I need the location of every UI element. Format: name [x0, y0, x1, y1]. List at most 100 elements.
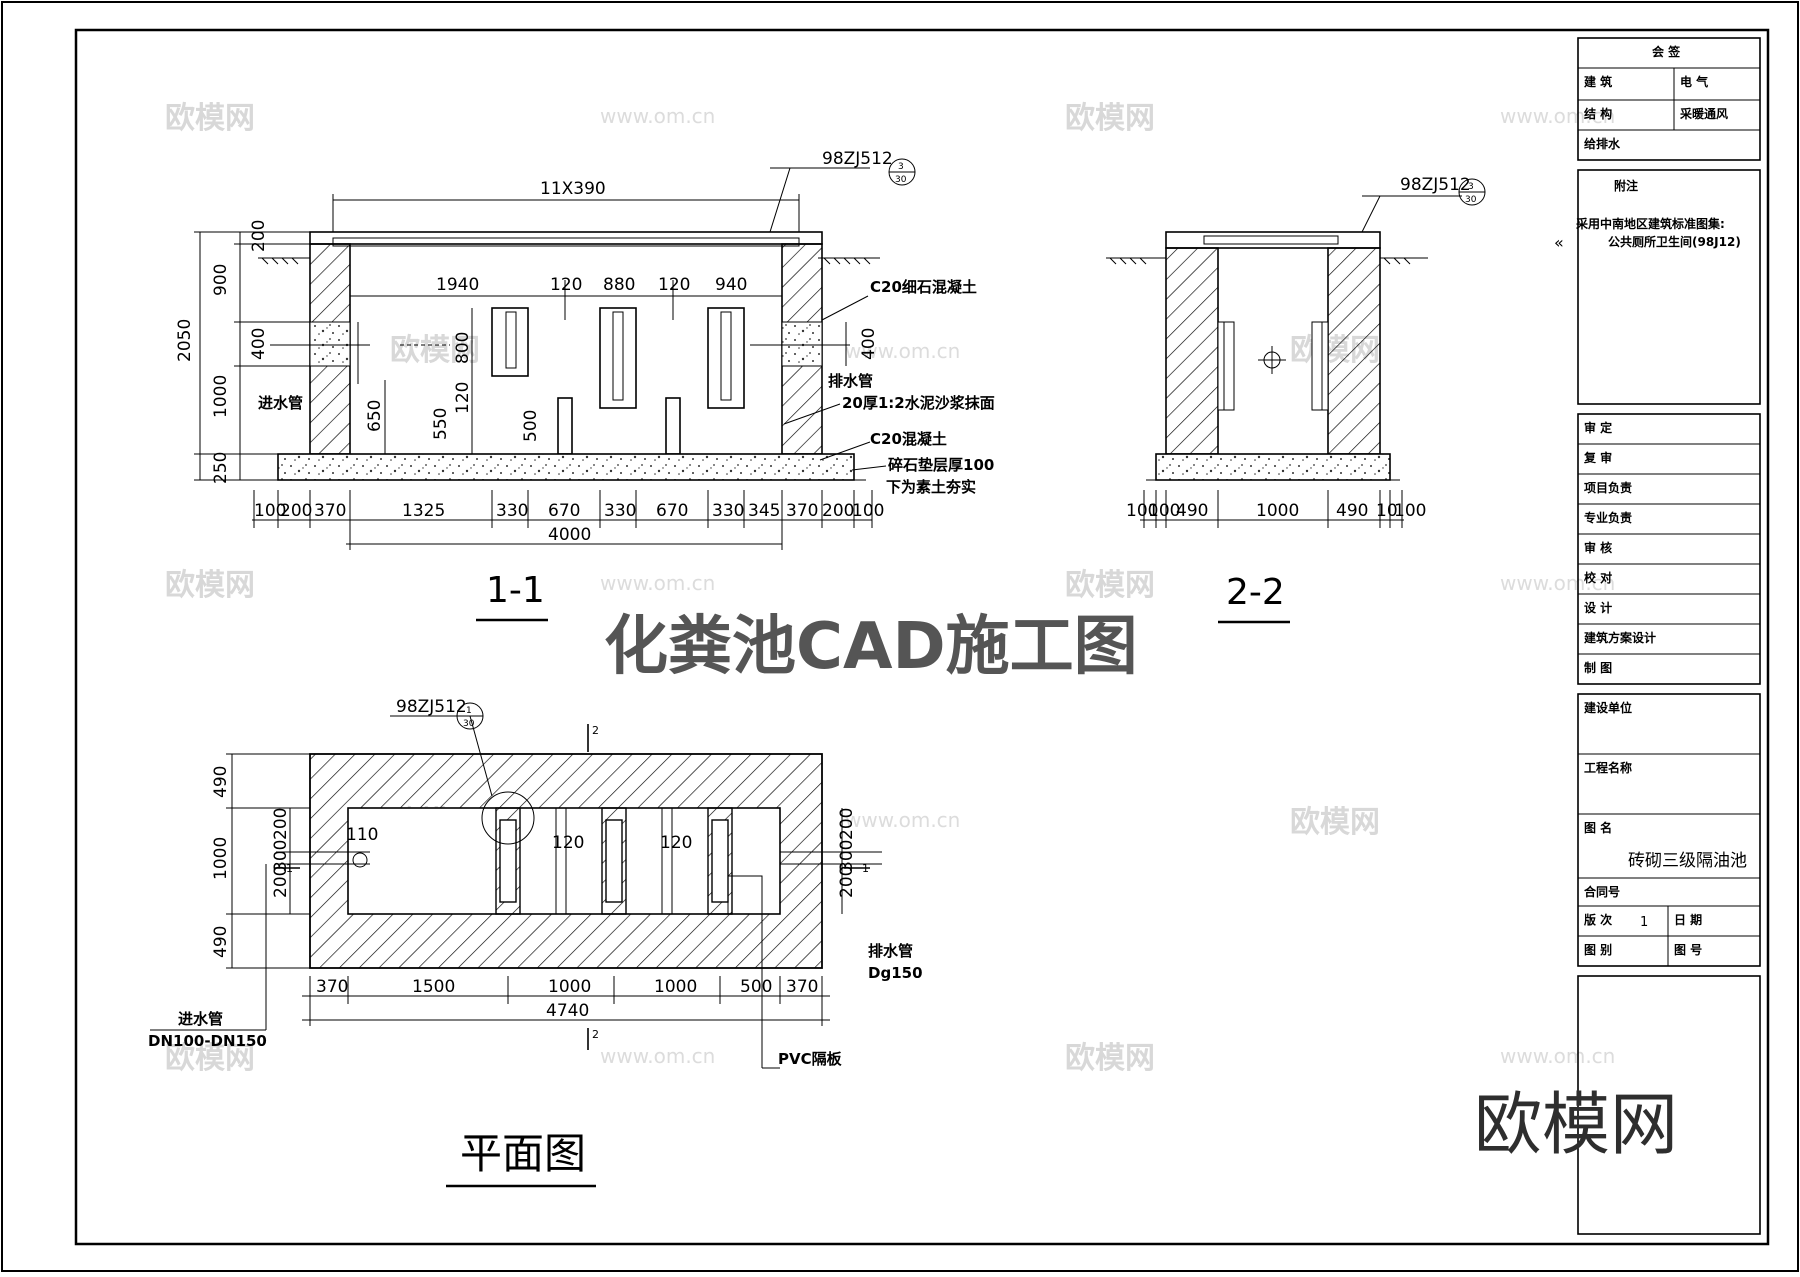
- bdim: 670: [548, 501, 580, 521]
- approval-row: 复 审: [1583, 450, 1612, 465]
- bdim: 330: [496, 501, 528, 521]
- side-dim: 200: [271, 866, 291, 898]
- client-label: 建设单位: [1583, 700, 1632, 715]
- pipe-out-size: Dg150: [868, 964, 923, 982]
- section-mark-bottom: 2: [592, 1028, 599, 1041]
- plan-view: 98ZJ512 1 30 2 2 1 1 110 120 120 490 100…: [148, 697, 923, 1188]
- watermark-url: www.om.cn: [600, 1044, 715, 1068]
- int-dim-1940: 1940: [436, 275, 479, 295]
- note-compacted: 下为素土夯实: [886, 478, 976, 496]
- bdim: 1000: [1256, 501, 1299, 521]
- bdim: 1000: [654, 977, 697, 997]
- wh-500: 500: [521, 410, 541, 442]
- note-mortar: 20厚1:2水泥沙浆抹面: [842, 394, 995, 412]
- partition-label: PVC隔板: [778, 1050, 843, 1068]
- int-dim-880: 880: [603, 275, 635, 295]
- notes-title: 附注: [1614, 178, 1638, 193]
- watermark-logo: 欧模网: [1065, 1041, 1155, 1076]
- number-label: 图 号: [1674, 942, 1702, 957]
- vdim-1000: 1000: [211, 375, 231, 418]
- inner-dim: 120: [660, 833, 692, 853]
- inner-dim: 120: [552, 833, 584, 853]
- notes-arrow: «: [1554, 233, 1564, 252]
- wh-550: 550: [431, 408, 451, 440]
- ref-callout: 98ZJ512: [396, 697, 467, 717]
- sheet-inner-frame: [74, 28, 1770, 1246]
- watermark-url: www.om.cn: [1500, 571, 1615, 595]
- int-dim-120b: 120: [658, 275, 690, 295]
- note-gravel: 碎石垫层厚100: [888, 456, 994, 474]
- ref-sheet-bottom: 30: [1465, 195, 1477, 205]
- tb-cell: 给排水: [1584, 136, 1621, 151]
- ref-sheet-top: 3: [1468, 182, 1474, 192]
- tb-cell: 采暖通风: [1679, 106, 1728, 121]
- pipe-out-label: 排水管: [868, 942, 913, 960]
- bdim: 100: [254, 501, 286, 521]
- side-dim: 200: [837, 808, 857, 840]
- watermark-url: www.om.cn: [845, 808, 960, 832]
- watermark-logo: 欧模网: [165, 1041, 255, 1076]
- bdim: 330: [604, 501, 636, 521]
- section-1-1: 11X390 98ZJ512 3 30 200 900 400 1000 250…: [175, 149, 995, 622]
- left-dim: 490: [211, 766, 231, 798]
- section-name: 2-2: [1226, 572, 1285, 613]
- version-label: 版 次: [1584, 912, 1612, 927]
- vdim-200: 200: [249, 220, 269, 252]
- bdim: 490: [1176, 501, 1208, 521]
- version-value: 1: [1640, 915, 1648, 930]
- watermark-logo: 欧模网: [1065, 101, 1155, 136]
- bdim: 200: [280, 501, 312, 521]
- top-dim: 11X390: [540, 179, 606, 199]
- side-dim: 300: [271, 840, 291, 872]
- watermark-logo: 欧模网: [1290, 805, 1380, 840]
- total-dim: 4740: [546, 1001, 589, 1021]
- bdim: 100: [1148, 501, 1180, 521]
- bdim: 490: [1336, 501, 1368, 521]
- watermark-logo: 欧模网: [165, 101, 255, 136]
- notes-line: 公共厕所卫生间(98J12): [1608, 234, 1741, 249]
- approval-row: 审 定: [1584, 420, 1612, 435]
- watermark-logo: 欧模网: [165, 568, 255, 603]
- bdim: 200: [822, 501, 854, 521]
- main-title: 化粪池CAD施工图: [604, 610, 1138, 684]
- vdim-250: 250: [211, 452, 231, 484]
- bdim: 10: [1376, 501, 1398, 521]
- wh-800: 800: [453, 332, 473, 364]
- int-dim-940: 940: [715, 275, 747, 295]
- contract-label: 合同号: [1584, 884, 1620, 899]
- note-c20: C20混凝土: [870, 430, 947, 448]
- watermark-logo-large: 欧模网: [1474, 1086, 1678, 1165]
- bdim: 345: [748, 501, 780, 521]
- tb-cell: 结 构: [1584, 106, 1612, 121]
- bdim: 100: [1394, 501, 1426, 521]
- bdim: 670: [656, 501, 688, 521]
- bdim: 370: [786, 977, 818, 997]
- note-c20-fine: C20细石混凝土: [870, 278, 977, 296]
- ref-sheet-bottom: 30: [895, 175, 907, 185]
- watermark-url: www.om.cn: [1500, 1044, 1615, 1068]
- notes-line: 采用中南地区建筑标准图集:: [1575, 216, 1725, 231]
- side-dim: 200: [271, 808, 291, 840]
- tb-cell: 电 气: [1680, 74, 1708, 89]
- plan-name: 平面图: [460, 1129, 586, 1178]
- section-2-2: 98ZJ512 3 30 100 100 490 1000 490 10 100…: [1106, 175, 1486, 624]
- approval-row: 制 图: [1584, 660, 1612, 675]
- section-name: 1-1: [486, 570, 545, 611]
- ref-sheet-top: 1: [466, 706, 472, 716]
- bdim: 370: [786, 501, 818, 521]
- date-label: 日 期: [1674, 912, 1702, 927]
- inner-dim: 110: [346, 825, 378, 845]
- watermark-url: www.om.cn: [600, 104, 715, 128]
- bdim: 1325: [402, 501, 445, 521]
- left-dim: 1000: [211, 837, 231, 880]
- ref-callout: 98ZJ512: [1400, 175, 1471, 195]
- approval-row: 专业负责: [1584, 510, 1632, 525]
- type-label: 图 别: [1584, 943, 1612, 957]
- approval-row: 设 计: [1584, 600, 1612, 615]
- pipe-in-size: DN100-DN150: [148, 1032, 267, 1050]
- section-mark-top: 2: [592, 724, 599, 737]
- drawing-name: 砖砌三级隔油池: [1628, 851, 1747, 871]
- wh-120: 120: [453, 382, 473, 414]
- approval-row: 建筑方案设计: [1583, 630, 1656, 645]
- drawing-name-label: 图 名: [1584, 820, 1612, 835]
